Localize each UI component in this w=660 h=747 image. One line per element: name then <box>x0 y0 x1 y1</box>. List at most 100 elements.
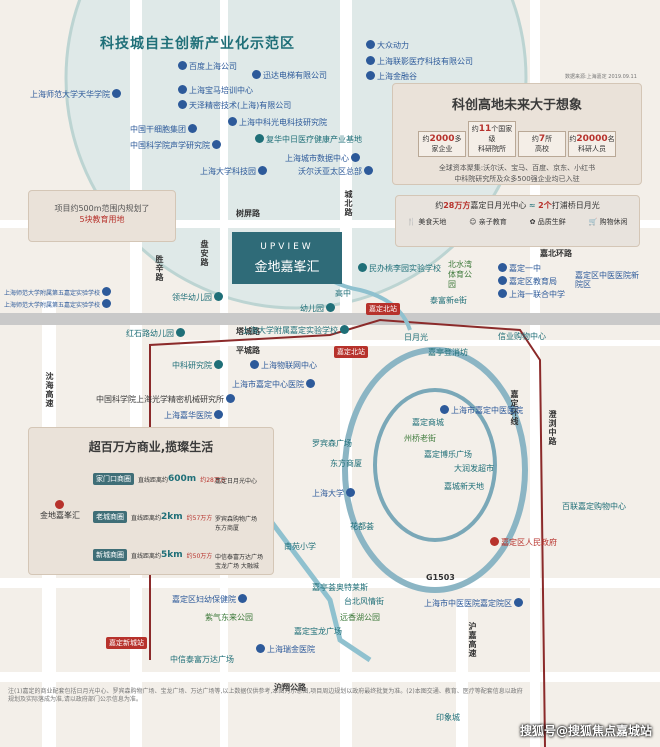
cart-icon: 🛒 购物休闲 <box>588 218 628 226</box>
building-icon <box>366 71 375 80</box>
poi-schindler: 迅达电梯有限公司 <box>252 70 327 80</box>
dist-value: 600m <box>168 474 197 484</box>
commerce-rows: 家门口商圈 直线距离约 600m 约28万方 老城商圈 直线距离约 2km 约5… <box>93 460 271 574</box>
commerce-row-new: 新城商圈 直线距离约 5km 约50万方 <box>93 536 271 574</box>
school-icon <box>176 328 185 337</box>
road-label-chengbei: 城北路 <box>344 190 353 217</box>
dist-pre: 直线距离约 <box>131 552 162 560</box>
metro-line <box>149 318 546 747</box>
road-label-shengxin: 胜辛路 <box>155 255 164 282</box>
zone-pill: 新城商圈 <box>93 549 127 561</box>
road-label-chengliu: 澄浏中路 <box>548 410 557 446</box>
road-label-shenhai: 沈海高速 <box>45 372 54 408</box>
hospital-icon <box>514 598 523 607</box>
mall-card: 约28万方嘉定日月光中心 ≈ 2个打浦桥日月光 🍴 美食天地 ☺ 亲子教育 ✿ … <box>395 195 640 247</box>
area-value: 约50万方 <box>186 552 213 560</box>
building-icon <box>255 134 264 143</box>
stat-universities: 约7所高校 <box>518 131 566 157</box>
mall-names-home: 嘉定日月光中心 <box>215 478 258 485</box>
school-icon <box>214 292 223 301</box>
area-value: 约57万方 <box>186 514 213 522</box>
road-g1503 <box>0 578 660 588</box>
school-icon <box>102 299 112 308</box>
school-icon <box>102 287 112 296</box>
education-card: 项目约500m范围内规划了 5块教育用地 <box>28 190 176 242</box>
road-huxiang <box>0 672 660 682</box>
fresh-icon: ✿ 品质生鲜 <box>529 218 566 226</box>
stat-institutes: 约11个国家级科研院所 <box>468 121 516 157</box>
road-label-panan: 盘安路 <box>200 240 209 267</box>
poi-linghua: 领华幼儿园 <box>172 292 225 302</box>
building-icon <box>188 124 197 133</box>
poi-central-hospital: 上海市嘉定中心医院 <box>232 379 317 389</box>
building-icon <box>228 117 237 126</box>
project-marker: 金地嘉峯汇 <box>37 500 83 521</box>
poi-shanghai-university: 上海大学 <box>312 488 357 498</box>
zone-pill: 老城商圈 <box>93 511 127 523</box>
building-icon <box>178 85 187 94</box>
poi-bole: 嘉定博乐广场 <box>424 450 472 459</box>
edu-line-2: 5块教育用地 <box>79 215 125 224</box>
project-brand: UPVIEW 金地嘉峯汇 <box>232 232 342 284</box>
stat-enterprises: 约2000多家企业 <box>418 131 466 157</box>
poi-baidu: 百度上海公司 <box>178 61 237 71</box>
poi-jiading-no1: 嘉定一中 <box>498 263 541 273</box>
road-chengliu <box>530 0 540 747</box>
school-icon <box>112 89 121 98</box>
poi-vw-power: 大众动力 <box>366 40 409 50</box>
brand-cn: 金地嘉峯汇 <box>254 260 320 275</box>
ring-road-inner <box>373 388 497 542</box>
building-icon <box>366 40 375 49</box>
poi-jiahua-hospital: 上海嘉华医院 <box>164 410 225 420</box>
poi-beishuiwan: 北水湾体育公园 <box>448 260 472 289</box>
hospital-icon <box>238 594 247 603</box>
building-icon <box>364 166 373 175</box>
poi-ziqi-park: 紫气东来公园 <box>205 613 253 622</box>
station-new-city: 嘉定新城站 <box>106 637 147 649</box>
star-icon <box>490 537 499 546</box>
poi-taifu-estreet: 泰富新e街 <box>430 296 467 305</box>
science-line-2: 中科院研究所及众多500强企业均已入驻 <box>454 175 580 183</box>
poi-baolong: 嘉定宝龙广场 <box>294 627 342 636</box>
footer-disclaimer: 注(1)嘉定的商业配套包括日月光中心、罗宾森购物广场、宝龙广场、万达广场等,以上… <box>8 688 523 703</box>
road-tacheng <box>0 313 660 325</box>
poi-tcm-jiading: 上海市中医医院嘉定院区 <box>424 598 525 608</box>
poi-shu-park: 上海大学科技园 <box>200 166 269 176</box>
edu-line-1: 项目约500m范围内规划了 <box>54 204 150 213</box>
poi-wanda: 中信泰富万达广场 <box>170 655 234 664</box>
commerce-row-home: 家门口商圈 直线距离约 600m 约28万方 <box>93 460 271 498</box>
road-chengbei <box>340 0 352 747</box>
metro-jiadingbei: 嘉定北站 <box>334 346 368 358</box>
brand-en: UPVIEW <box>260 242 314 252</box>
poi-nanyuan: 南苑小学 <box>284 542 316 551</box>
poi-huaduhui: 花都荟 <box>350 522 374 531</box>
school-icon <box>326 303 335 312</box>
poi-ruijin: 上海瑞金医院 <box>256 644 315 654</box>
child-icon: ☺ 亲子教育 <box>469 218 507 226</box>
poi-dongfang: 东方商厦 <box>330 459 362 468</box>
river-south <box>268 518 372 663</box>
road-panan <box>220 0 228 747</box>
road-label-huxiang: 沪翔公路 <box>274 683 306 692</box>
building-icon <box>214 360 223 369</box>
poi-jiading-mall: 嘉定商城 <box>412 418 444 427</box>
poi-zhongke-optics: 上海中科光电科技研究院 <box>228 117 327 127</box>
building-icon <box>258 166 267 175</box>
school-icon <box>340 325 349 334</box>
poi-fuhua: 复华中日医疗健康产业基地 <box>255 134 362 144</box>
science-card: 科创高地未来大于想象 约2000多家企业约11个国家级科研院所约7所高校约200… <box>392 83 642 185</box>
building-icon <box>366 56 375 65</box>
poi-high-school: 高中 <box>335 289 351 298</box>
commerce-row-old: 老城商圈 直线距离约 2km 约57万方 <box>93 498 271 536</box>
poi-acoustics: 中国科学院声学研究院 <box>130 140 223 150</box>
building-icon <box>178 61 187 70</box>
mall-card-title: 约28万方嘉定日月光中心 ≈ 2个打浦桥日月光 <box>435 201 600 210</box>
road-shengxin <box>130 0 142 747</box>
road-label-ring: 嘉定环线 <box>510 390 519 426</box>
road-label-hujia: 沪嘉高速 <box>468 622 477 658</box>
poi-data-center: 上海城市数据中心 <box>285 153 362 163</box>
poi-shu-affiliated: 上海大学附属嘉定实验学校 <box>242 325 351 335</box>
hospital-icon <box>214 410 223 419</box>
